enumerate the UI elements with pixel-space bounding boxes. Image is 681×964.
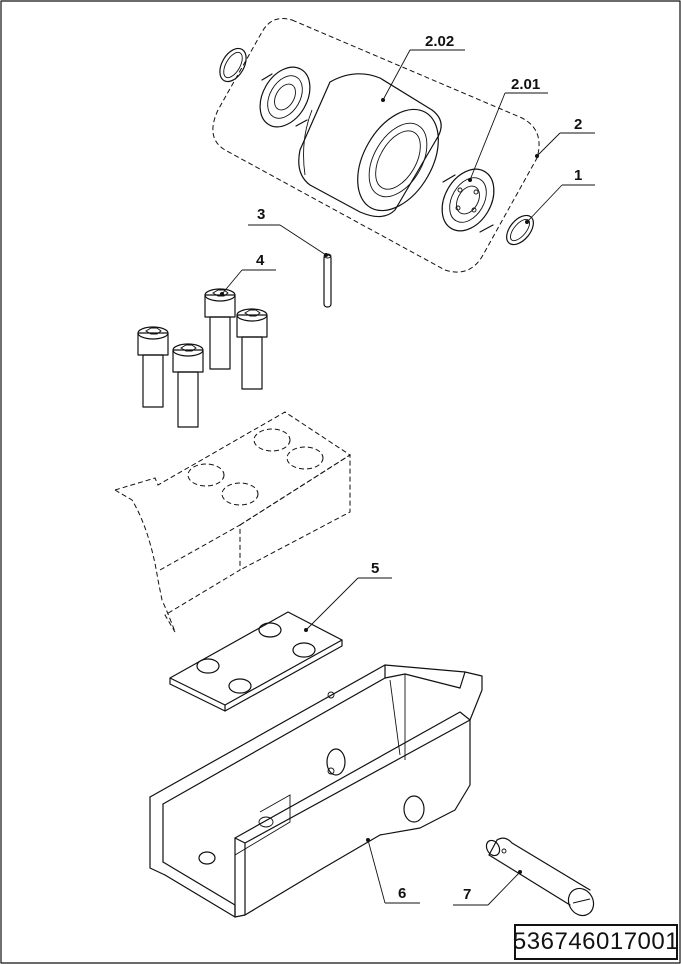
part-number: 536746017001 bbox=[512, 928, 680, 955]
bolt-4 bbox=[172, 343, 204, 428]
retaining-ring-left bbox=[219, 47, 247, 83]
callout-6: 6 bbox=[366, 838, 420, 904]
part-number-box: 536746017001 bbox=[512, 924, 680, 960]
retaining-ring-right bbox=[506, 214, 534, 246]
bolt-2 bbox=[236, 308, 268, 390]
label-5: 5 bbox=[371, 560, 379, 577]
u-bracket bbox=[149, 664, 483, 918]
bolt-3 bbox=[137, 326, 169, 408]
shim-plate bbox=[169, 611, 343, 712]
callout-7: 7 bbox=[453, 870, 522, 906]
roller-assembly-outline bbox=[212, 18, 540, 273]
callout-2-02: 2.02 bbox=[381, 33, 465, 102]
label-7: 7 bbox=[463, 886, 471, 903]
label-6: 6 bbox=[398, 885, 406, 902]
callout-3: 3 bbox=[248, 206, 328, 257]
callout-2-01: 2.01 bbox=[468, 76, 548, 182]
label-4: 4 bbox=[256, 252, 265, 269]
roller-body bbox=[298, 73, 442, 218]
bearing-left bbox=[259, 66, 311, 128]
roll-pin bbox=[323, 253, 332, 308]
callout-1: 1 bbox=[525, 167, 595, 224]
label-1: 1 bbox=[574, 167, 582, 184]
bolt-1 bbox=[204, 288, 236, 370]
clevis-pin bbox=[485, 837, 595, 917]
label-2: 2 bbox=[574, 116, 582, 133]
bearing-right bbox=[441, 168, 495, 233]
label-3: 3 bbox=[257, 206, 265, 223]
callout-5: 5 bbox=[304, 560, 392, 632]
label-2-02: 2.02 bbox=[425, 33, 454, 50]
callout-2: 2 bbox=[535, 116, 595, 158]
mounting-block bbox=[114, 411, 351, 633]
callout-4: 4 bbox=[220, 252, 276, 296]
label-2-01: 2.01 bbox=[511, 76, 540, 93]
